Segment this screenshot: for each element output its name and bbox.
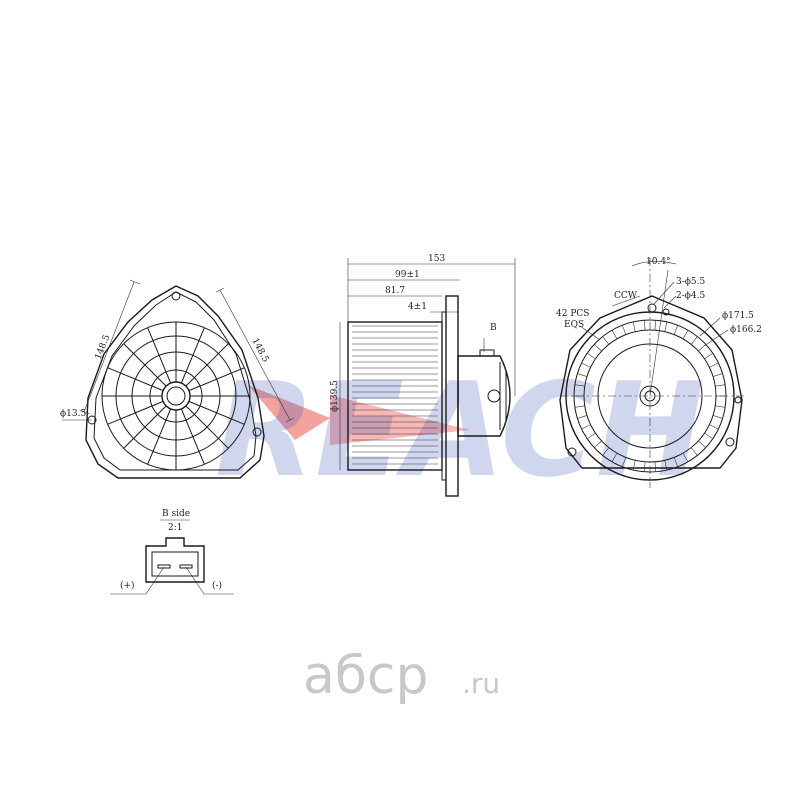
impeller-blade [682, 453, 689, 462]
site-logo: абср .ru [303, 646, 500, 706]
impeller-blade [682, 330, 689, 339]
detail-minus: (-) [212, 580, 222, 591]
grille-spoke [185, 343, 229, 387]
view-mark: B [490, 323, 497, 333]
impeller-blade [602, 336, 610, 345]
rear-holes-a: 3-ϕ5.5 [676, 277, 705, 287]
impeller-blade [690, 447, 698, 456]
impeller-blade [673, 325, 679, 335]
watermark-text: REACH [215, 354, 705, 506]
site-logo-suffix: .ru [462, 667, 500, 700]
impeller-blade [690, 336, 698, 345]
impeller-blade [664, 460, 668, 471]
impeller-blade [581, 362, 591, 368]
impeller-blade [602, 447, 610, 456]
impeller-blade [574, 384, 585, 387]
rear-blades-spacing: EQS [564, 320, 584, 330]
rear-holes-b: 2-ϕ4.5 [676, 291, 705, 301]
impeller-blade [704, 432, 713, 440]
dim-wheel: ϕ139.5 [330, 380, 340, 412]
dim-hole: ϕ13.5 [60, 409, 86, 419]
impeller-blade [664, 321, 668, 332]
impeller-blade [611, 330, 618, 339]
grille-spoke [147, 408, 172, 465]
impeller-blade [594, 440, 602, 448]
impeller-blade [654, 320, 656, 331]
impeller-blade [709, 362, 719, 368]
impeller-blade [709, 424, 719, 430]
grille-spoke [188, 367, 245, 392]
rear-rotation: CCW [614, 291, 638, 301]
watermark: REACH [215, 354, 705, 506]
impeller-blade [587, 432, 596, 440]
rear-view: 10.4° 3-ϕ5.5 2-ϕ4.5 CCW 42 PCS EQS ϕ171.… [556, 257, 762, 488]
impeller-blade [621, 457, 627, 467]
grille-spoke [107, 400, 164, 425]
grille-spoke [123, 405, 167, 449]
rear-dia-inner: ϕ166.2 [730, 325, 762, 335]
impeller-blade [621, 325, 627, 335]
dim-overall: 153 [428, 254, 445, 264]
impeller-blade [577, 373, 588, 377]
impeller-blade [644, 461, 646, 472]
impeller-blade [712, 373, 723, 377]
impeller-blade [632, 321, 636, 332]
impeller-blade [715, 384, 726, 387]
grille-spoke [185, 405, 229, 449]
detail-plus: (+) [120, 580, 135, 591]
impeller-blade [715, 405, 726, 408]
grille-spoke [107, 367, 164, 392]
connector-detail: B side 2:1 (+) (-) [110, 509, 234, 595]
impeller-blade [581, 424, 591, 430]
grille-spoke [147, 327, 172, 384]
site-logo-text: абср [303, 646, 429, 706]
grille-spoke [123, 343, 167, 387]
grille-spoke [188, 400, 245, 425]
grille-spoke [180, 408, 205, 465]
impeller-blade [673, 457, 679, 467]
detail-title: B side [162, 509, 190, 519]
detail-scale: 2:1 [168, 523, 182, 533]
dim-99: 99±1 [395, 270, 420, 280]
impeller-blade [574, 405, 585, 408]
impeller-blade [704, 352, 713, 360]
impeller-blade [698, 440, 706, 448]
rear-dia-outer: ϕ171.5 [722, 311, 754, 321]
impeller-blade [587, 352, 596, 360]
impeller-blade [712, 415, 723, 419]
impeller-blade [654, 461, 656, 472]
dim-4: 4±1 [408, 302, 427, 312]
grille-spoke [180, 327, 205, 384]
side-view: 153 99±1 81.7 4±1 ϕ139.5 B [330, 254, 516, 497]
impeller-blade [611, 453, 618, 462]
impeller-blade [577, 415, 588, 419]
dim-81: 81.7 [385, 286, 405, 296]
impeller-blade [632, 460, 636, 471]
impeller-blade [594, 344, 602, 352]
rear-blades: 42 PCS [556, 309, 589, 319]
impeller-blade [644, 320, 646, 331]
rear-angle: 10.4° [646, 257, 671, 267]
